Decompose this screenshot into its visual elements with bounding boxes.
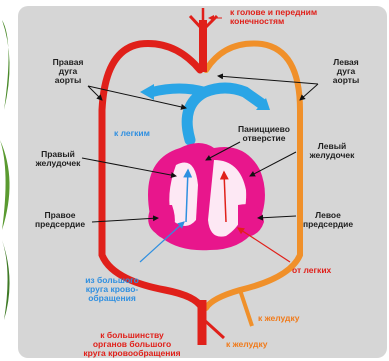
label-foramen-panizzae: Паницциево отверстие	[228, 125, 300, 143]
label-to-stomach-upper: к желудку	[258, 314, 299, 323]
pulmonary-left-branch	[152, 89, 205, 93]
label-to-lungs: к легким	[114, 129, 150, 138]
atrium-right	[148, 205, 175, 238]
label-left-ventricle: Левый желудочек	[300, 142, 364, 160]
label-to-most-organs: к большинству органов большого круга кро…	[74, 331, 190, 358]
label-from-systemic-circulation: из большого круга крово- обращения	[74, 276, 150, 303]
stomach-branch-orange	[240, 290, 252, 326]
label-to-stomach-lower: к желудку	[226, 340, 267, 349]
label-right-aortic-arch: Правая дуга аорты	[44, 58, 92, 85]
label-from-lungs: от легких	[292, 266, 331, 275]
label-left-atrium: Левое предсердие	[296, 211, 360, 229]
label-right-atrium: Правое предсердие	[28, 211, 92, 229]
pulmonary-arrow-left	[140, 84, 154, 100]
label-right-ventricle: Правый желудочек	[30, 150, 86, 168]
label-to-head: к голове и передним конечностям	[230, 8, 317, 26]
label-left-aortic-arch: Левая дуга аорты	[322, 58, 370, 85]
